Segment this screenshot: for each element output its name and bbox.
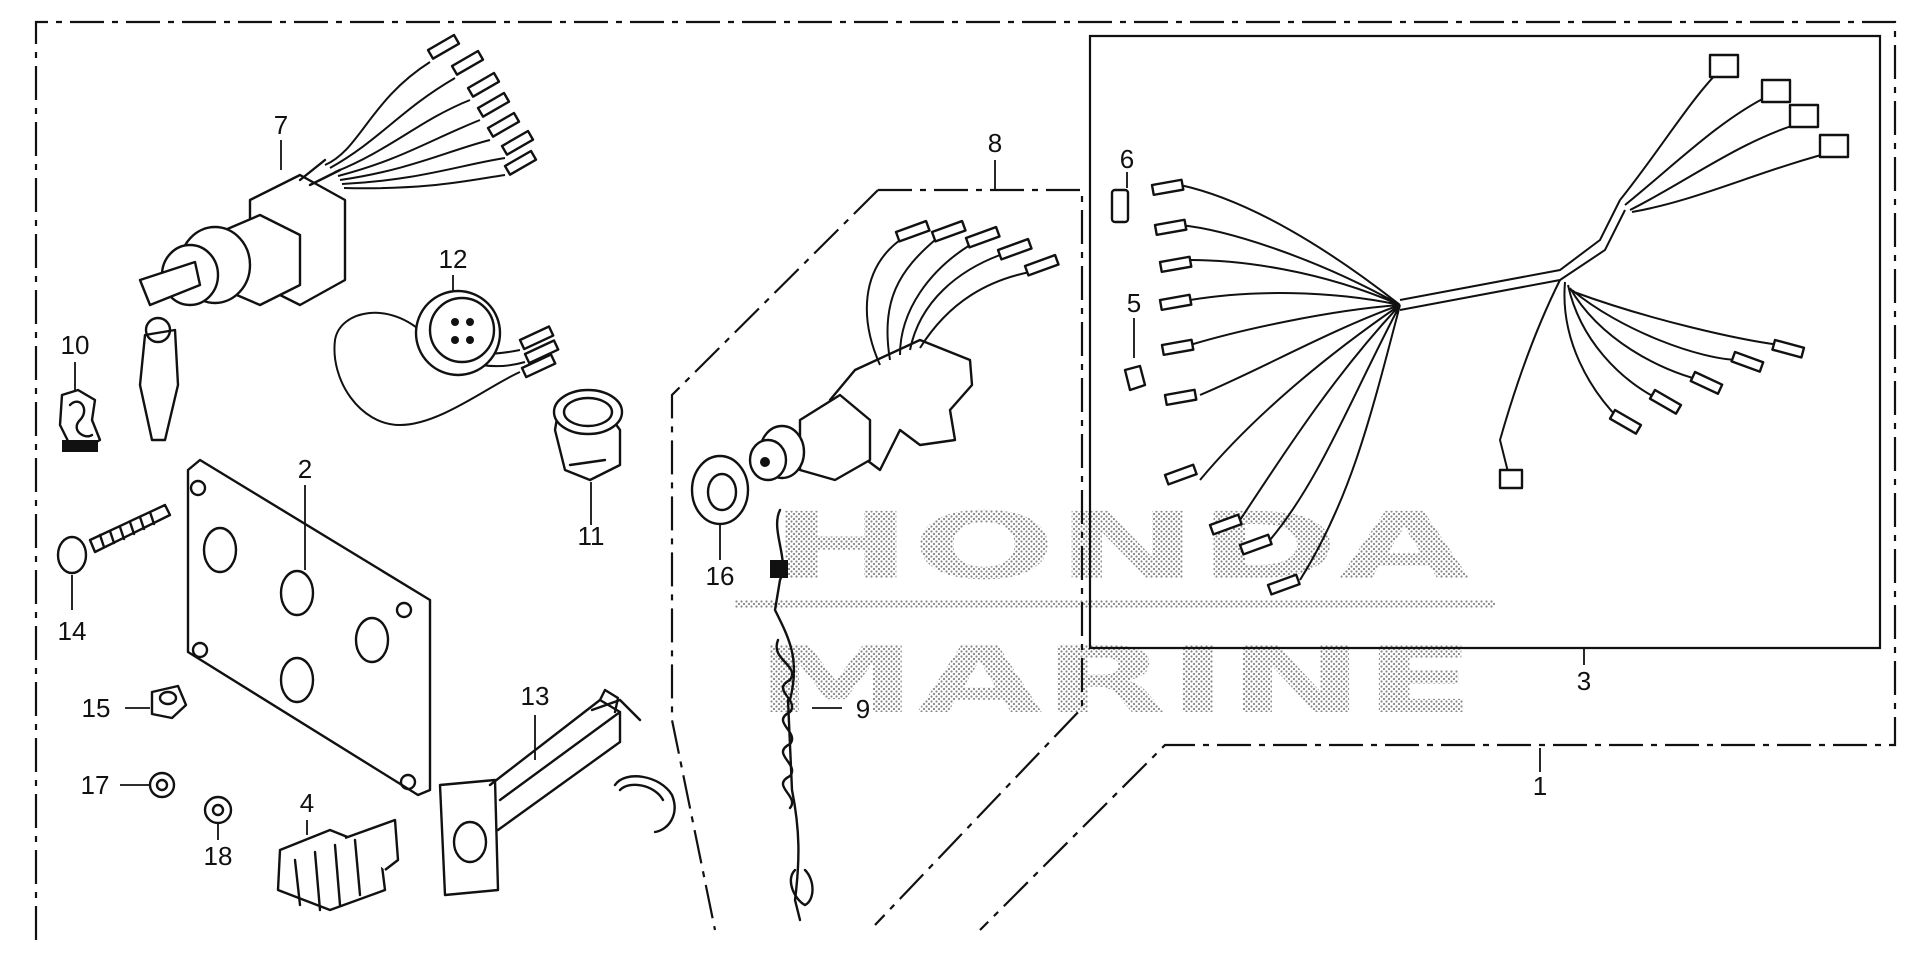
leader-lines	[71, 140, 1585, 840]
callout-5: 5	[1127, 288, 1141, 318]
callout-8: 8	[988, 128, 1002, 158]
callout-4: 4	[300, 788, 314, 818]
callout-10: 10	[61, 330, 90, 360]
washer-part-18	[203, 795, 233, 825]
connector-part-4	[276, 818, 400, 912]
plate-part-2	[186, 458, 432, 797]
callout-6: 6	[1120, 144, 1134, 174]
lanyard-part-9	[770, 508, 814, 922]
buzzer-part-12	[333, 289, 560, 427]
watermark-line2: MARINE	[755, 627, 1475, 734]
ring-part-11	[552, 388, 624, 482]
screw-part-14	[56, 503, 172, 575]
callout-17: 17	[81, 770, 110, 800]
callout-11: 11	[578, 521, 605, 551]
callout-9: 9	[856, 694, 870, 724]
callout-7: 7	[274, 110, 288, 140]
nut-part-16	[690, 454, 750, 526]
ignition-switch-part-7	[138, 33, 538, 442]
wire-harness-part-3	[1110, 53, 1850, 596]
watermark-line1: HONDA	[770, 493, 1470, 600]
switch-part-8	[748, 219, 1060, 482]
callout-15: 15	[82, 693, 111, 723]
callout-12: 12	[439, 244, 468, 274]
harness-3-border	[1088, 34, 1882, 650]
callout-3: 3	[1577, 666, 1591, 696]
switch-8-border-left	[670, 189, 879, 931]
callout-13: 13	[521, 681, 550, 711]
part-5-cap	[1123, 364, 1147, 392]
callout-1: 1	[1533, 771, 1547, 801]
callout-2: 2	[298, 454, 312, 484]
clip-part-10	[58, 388, 102, 452]
group-borders	[34, 20, 1897, 940]
callout-16: 16	[706, 561, 735, 591]
callout-18: 18	[204, 841, 233, 871]
washer-part-17	[148, 771, 176, 799]
nut-part-15	[150, 684, 188, 720]
part-6-pin	[1110, 188, 1130, 224]
switch-8-border	[874, 188, 1084, 926]
callout-labels: 1 2 3 4 5 6 7 8 9 10 11 12 13 14 15 16 1…	[58, 110, 1592, 871]
callout-14: 14	[58, 616, 87, 646]
bracket-part-13	[438, 688, 676, 897]
watermark: HONDA MARINE	[735, 493, 1495, 734]
assembly-1-border	[34, 20, 1897, 940]
